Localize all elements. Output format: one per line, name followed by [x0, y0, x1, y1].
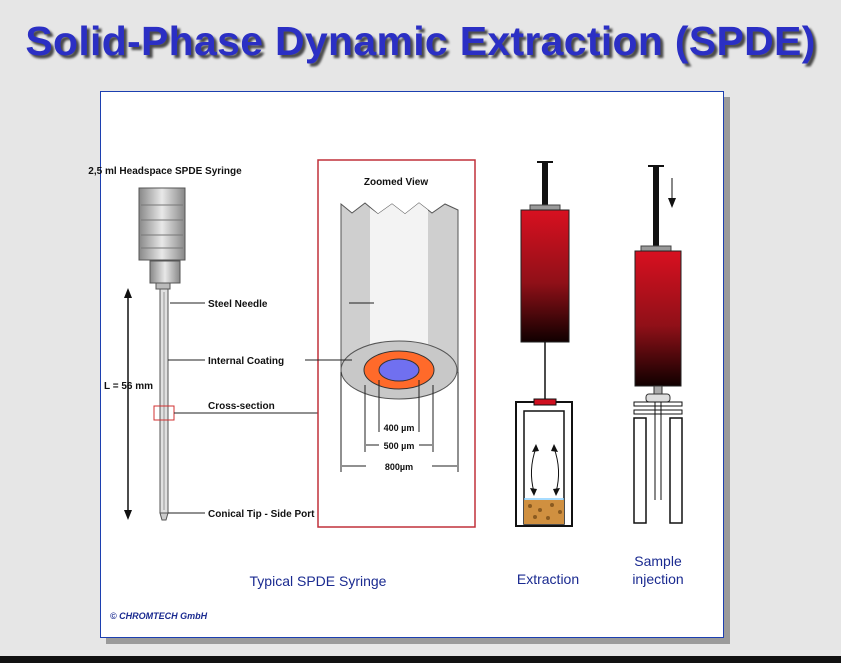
caption-injection: injection — [632, 571, 683, 587]
spde-syringe-drawing — [124, 187, 320, 521]
zoom-label: Zoomed View — [364, 177, 428, 188]
internal-coating-label: Internal Coating — [208, 356, 284, 367]
dimension-500: 500 µm — [384, 441, 415, 451]
extraction-drawing — [515, 161, 573, 527]
injection-plunger — [653, 166, 659, 246]
sample-injection-drawing — [633, 165, 683, 524]
dimension-800: 800µm — [385, 462, 413, 472]
syringe-handle — [138, 187, 186, 261]
conical-tip-label: Conical Tip - Side Port — [208, 509, 315, 520]
injector-left-wall — [633, 417, 647, 524]
injection-barrel — [634, 250, 682, 387]
syringe-hub — [149, 260, 181, 284]
copyright: © CHROMTECH GmbH — [110, 611, 208, 621]
dimension-400: 400 µm — [384, 423, 415, 433]
slide-title: Solid-Phase Dynamic Extraction (SPDE) — [25, 18, 816, 64]
caption-extraction: Extraction — [517, 571, 579, 587]
syringe-label: 2,5 ml Headspace SPDE Syringe — [88, 166, 242, 177]
length-label: L = 56 mm — [104, 381, 153, 392]
extraction-barrel — [520, 209, 570, 343]
caption-typical-syringe: Typical SPDE Syringe — [250, 573, 387, 589]
down-arrow-icon — [668, 198, 676, 208]
injector-right-wall — [669, 417, 683, 524]
zoomed-view — [305, 159, 476, 528]
cross-section-label: Cross-section — [208, 401, 275, 412]
bottom-bar — [0, 656, 841, 663]
sample-granules — [524, 500, 564, 524]
extraction-plunger — [542, 162, 548, 206]
inner-bore — [378, 358, 420, 382]
caption-sample: Sample — [634, 553, 682, 569]
steel-needle-label: Steel Needle — [208, 299, 268, 310]
